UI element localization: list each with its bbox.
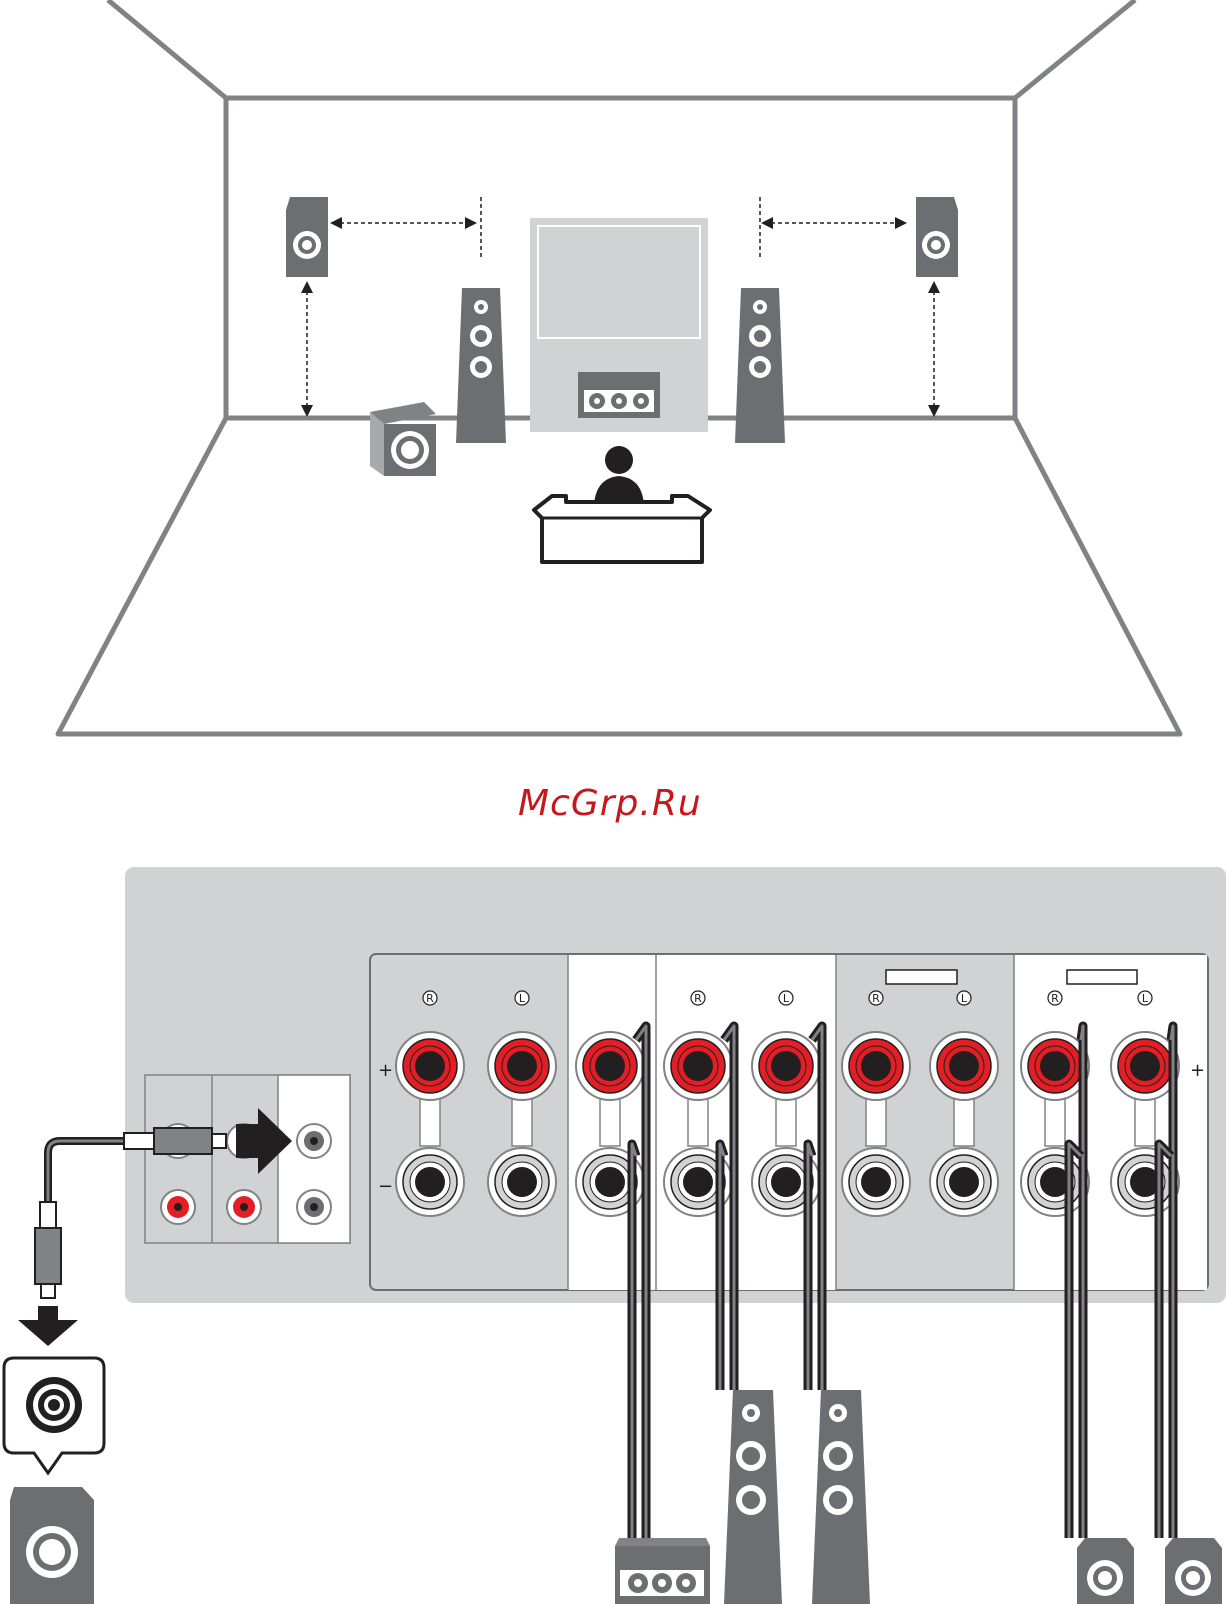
center-speaker-icon — [615, 1538, 710, 1604]
plus-sign: + — [1190, 1060, 1205, 1081]
svg-text:R: R — [694, 992, 702, 1005]
speaker-terminal-plus[interactable] — [664, 1032, 732, 1100]
front-speaker-icon — [735, 288, 785, 443]
svg-text:L: L — [1142, 992, 1149, 1005]
speaker-terminal-minus[interactable] — [488, 1148, 556, 1216]
speaker-terminal-plus[interactable] — [576, 1032, 644, 1100]
subwoofer-icon — [10, 1487, 94, 1604]
minus-sign: − — [378, 1176, 393, 1197]
svg-text:R: R — [872, 992, 880, 1005]
speaker-terminal-minus[interactable] — [930, 1148, 998, 1216]
channel-label: L — [779, 991, 793, 1005]
presence-speaker-icon — [916, 197, 958, 277]
front-speaker-icon — [724, 1390, 782, 1604]
channel-label: R — [423, 991, 437, 1005]
speaker-terminal-minus[interactable] — [842, 1148, 910, 1216]
arrow-icon — [18, 1306, 78, 1346]
svg-text:R: R — [1051, 992, 1059, 1005]
center-speaker-icon — [578, 372, 660, 418]
ceiling-left-edge — [108, 0, 226, 98]
channel-label: L — [515, 991, 529, 1005]
speaker-terminal-plus[interactable] — [488, 1032, 556, 1100]
speaker-terminal-plus[interactable] — [752, 1032, 820, 1100]
preout-section — [145, 1075, 350, 1243]
channel-label: R — [1048, 991, 1062, 1005]
watermark-text: McGrp.Ru — [518, 783, 702, 824]
front-speaker-icon — [456, 288, 506, 443]
ceiling-right-edge — [1015, 0, 1135, 98]
front-speaker-icon — [812, 1390, 870, 1604]
channel-label: L — [957, 991, 971, 1005]
svg-text:L: L — [519, 992, 526, 1005]
presence-speaker-icon — [1165, 1538, 1222, 1604]
speaker-terminal-plus[interactable] — [396, 1032, 464, 1100]
channel-label: L — [1138, 991, 1152, 1005]
plus-sign: + — [378, 1060, 393, 1081]
svg-text:L: L — [961, 992, 968, 1005]
speaker-terminal-minus[interactable] — [396, 1148, 464, 1216]
subwoofer-icon — [370, 402, 436, 476]
channel-label: R — [691, 991, 705, 1005]
listener-icon — [534, 446, 710, 562]
presence-speaker-icon — [1077, 1538, 1134, 1604]
speaker-terminal-plus[interactable] — [930, 1032, 998, 1100]
presence-speaker-icon — [286, 197, 328, 277]
speaker-terminal-plus[interactable] — [842, 1032, 910, 1100]
svg-text:R: R — [426, 992, 434, 1005]
channel-label: R — [869, 991, 883, 1005]
subwoofer-input-callout — [4, 1358, 104, 1473]
svg-text:L: L — [783, 992, 790, 1005]
